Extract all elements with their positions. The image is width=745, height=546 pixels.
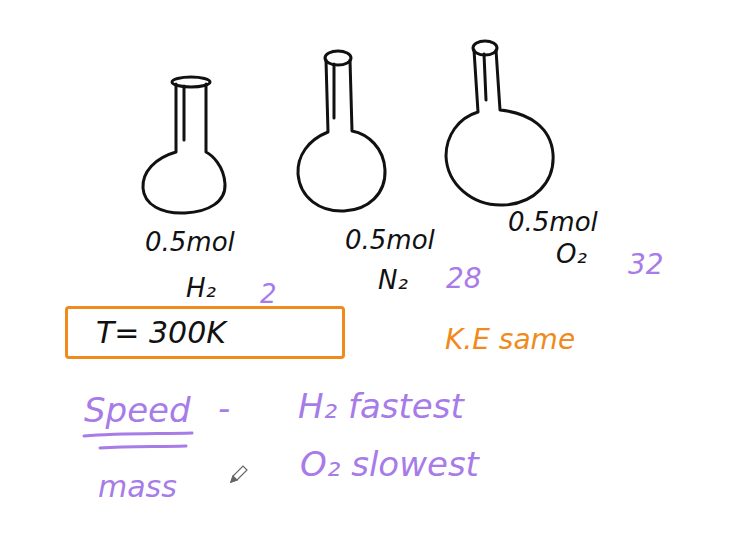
note-text: O₂ slowest <box>300 446 479 483</box>
molar-mass: 28 <box>446 264 482 295</box>
condition-box: T= 300K <box>65 306 345 359</box>
gas-formula: O₂ <box>556 240 587 269</box>
underline <box>100 446 186 448</box>
flask-body <box>143 84 225 213</box>
flask-neck-line <box>484 54 486 100</box>
flask-mouth <box>172 77 210 87</box>
flask-mouth <box>325 51 351 65</box>
pencil-cursor <box>231 466 247 482</box>
molar-mass: 2 <box>260 280 277 309</box>
flask-body <box>298 60 385 211</box>
flask-body <box>446 50 553 205</box>
amount-label: 0.5mol <box>508 208 598 237</box>
note-text: K.E same <box>445 325 575 356</box>
gas-formula: H₂ <box>186 274 216 303</box>
heading-word: Speed <box>84 392 191 429</box>
flask-neck-line <box>333 64 336 118</box>
underline <box>84 433 192 436</box>
flask-neck-line <box>183 86 186 140</box>
dash: - <box>218 390 230 427</box>
gas-formula: N₂ <box>378 266 408 295</box>
heading-word: mass <box>98 470 177 503</box>
note-text: H₂ fastest <box>298 388 464 425</box>
amount-label: 0.5mol <box>145 228 235 257</box>
amount-label: 0.5mol <box>345 226 435 255</box>
box-text: T= 300K <box>96 316 226 349</box>
molar-mass: 32 <box>628 250 664 281</box>
